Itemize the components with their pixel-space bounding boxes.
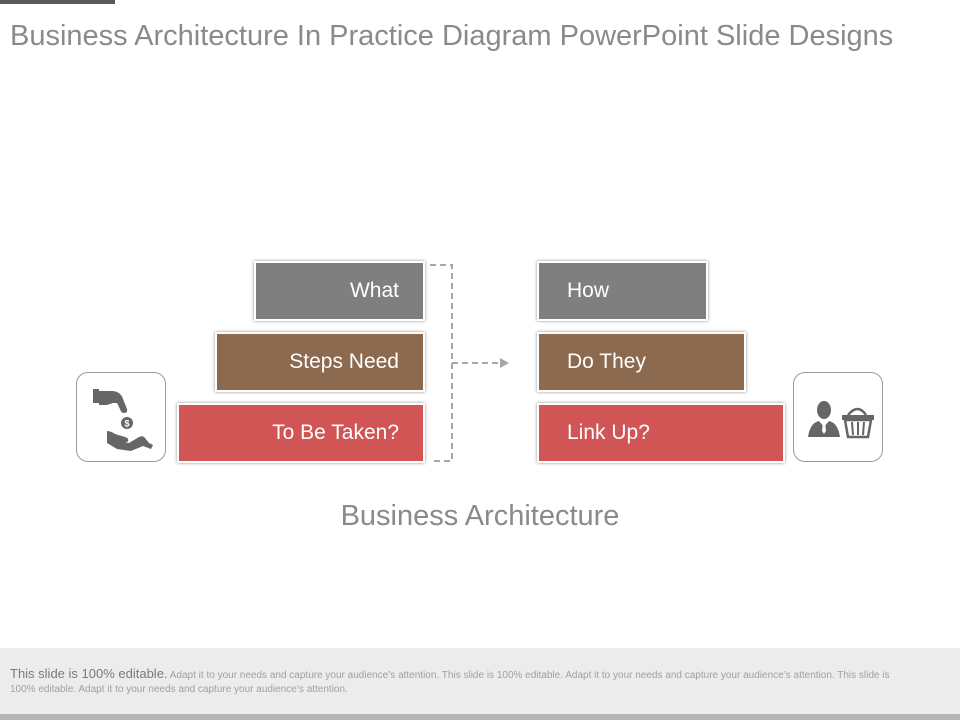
footer-panel: This slide is 100% editable. Adapt it to… xyxy=(0,648,960,714)
slide-title: Business Architecture In Practice Diagra… xyxy=(10,20,894,52)
left-step-what: What xyxy=(254,261,425,321)
left-step-to-be-taken: To Be Taken? xyxy=(177,403,425,463)
hand-coin-icon: $ xyxy=(93,389,153,451)
footer-lead-text: This slide is 100% editable. xyxy=(10,666,168,681)
left-icon-box: $ xyxy=(76,372,166,462)
left-step-steps-need: Steps Need xyxy=(215,332,425,392)
diagram-center-label: Business Architecture xyxy=(340,500,620,532)
right-icon-box xyxy=(793,372,883,462)
customer-basket-icon xyxy=(808,401,874,439)
footer-text: This slide is 100% editable. Adapt it to… xyxy=(10,667,910,697)
top-accent-bar xyxy=(0,0,115,4)
right-step-link-up: Link Up? xyxy=(537,403,785,463)
bottom-accent-bar xyxy=(0,714,960,720)
svg-text:$: $ xyxy=(124,419,129,429)
right-step-how: How xyxy=(537,261,708,321)
footer-body-text: Adapt it to your needs and capture your … xyxy=(10,670,890,695)
right-step-do-they: Do They xyxy=(537,332,746,392)
